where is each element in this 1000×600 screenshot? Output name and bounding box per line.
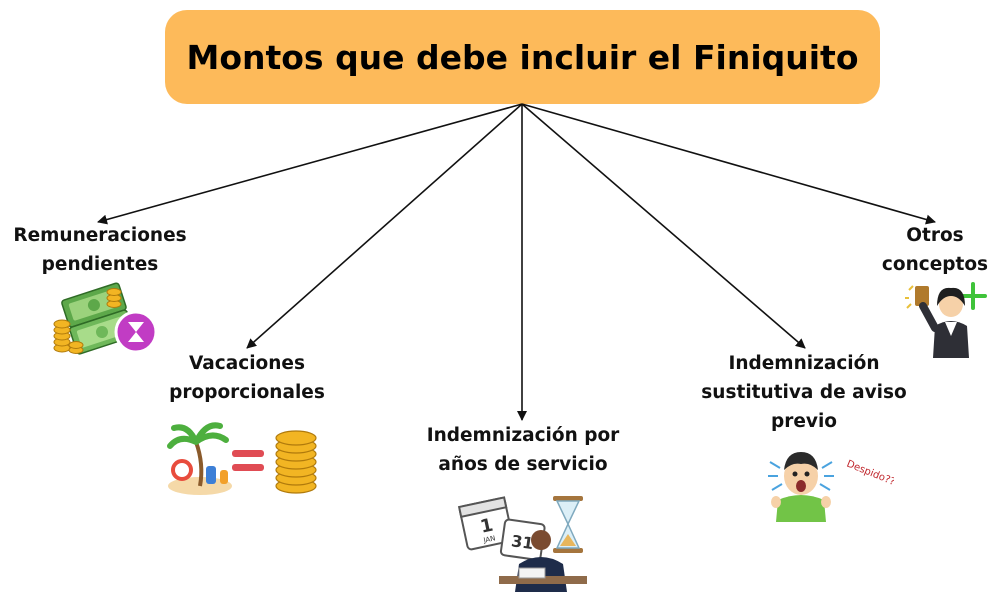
- arrow-otros: [521, 103, 936, 225]
- shocked-man-icon: Despido???: [768, 452, 894, 522]
- arrow-remuneraciones: [97, 103, 523, 225]
- plus-woman-icon: [905, 282, 987, 358]
- calendar-hourglass-worker-icon: 1 JAN 31: [457, 496, 587, 592]
- label-vacaciones: Vacaciones proporcionales: [169, 353, 325, 403]
- title-box: Montos que debe incluir el Finiquito: [165, 10, 880, 104]
- label-otros: Otros conceptos: [881, 225, 989, 275]
- svg-text:JAN: JAN: [482, 534, 496, 545]
- despido-caption: Despido???: [845, 459, 894, 490]
- label-remuneraciones: Remuneraciones pendientes: [13, 225, 187, 275]
- diagram-title: Montos que debe incluir el Finiquito: [186, 37, 859, 77]
- svg-text:1: 1: [478, 515, 495, 538]
- money-stack-icon: [53, 282, 158, 355]
- label-indemnizacion-aviso: Indemnización sustitutiva de aviso previ…: [701, 353, 907, 432]
- label-indemnizacion-anos: Indemnización por años de servicio: [426, 425, 620, 475]
- arrow-vacaciones: [246, 103, 523, 349]
- beach-equals-coins-icon: [167, 422, 317, 495]
- arrow-indemnizacion-aviso: [521, 103, 806, 349]
- svg-text:31: 31: [510, 531, 535, 553]
